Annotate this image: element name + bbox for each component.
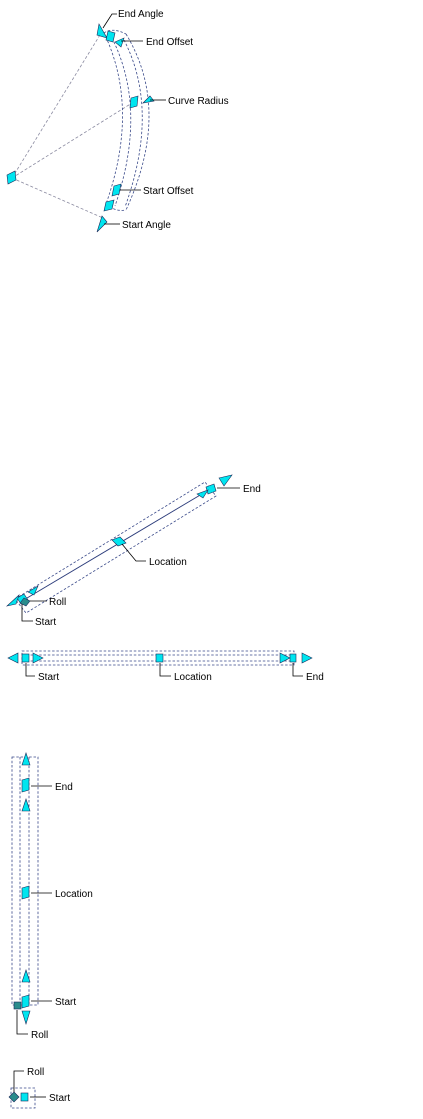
start-label: Start	[49, 1093, 70, 1104]
start-leader	[25, 663, 35, 677]
location-leader	[121, 543, 146, 562]
end-grip[interactable]	[205, 483, 217, 495]
end-view-segment-figure: Roll Start	[8, 1067, 70, 1109]
start-angle-label: Start Angle	[122, 220, 171, 231]
end-label: End	[306, 672, 324, 683]
start-grip[interactable]	[21, 653, 30, 663]
start-angle-offset-grip[interactable]	[103, 199, 115, 212]
start-label: Start	[38, 672, 59, 683]
end-angle-label: End Angle	[118, 9, 164, 20]
start-label: Start	[55, 997, 76, 1008]
curve-radius-arrow-grip[interactable]	[142, 95, 155, 104]
angled-segment-figure: End Location Roll Start	[5, 474, 261, 628]
roll-label: Roll	[31, 1030, 48, 1041]
curve-inner-outline	[111, 37, 132, 207]
radius-guide-line	[11, 102, 133, 179]
roll-leader	[13, 1070, 24, 1092]
curve-outer-outline	[125, 33, 150, 211]
curve-segment-figure: End Angle End Offset Curve Radius Start …	[6, 9, 229, 233]
roll-label: Roll	[27, 1067, 44, 1078]
start-offset-grip[interactable]	[111, 183, 122, 197]
end-offset-grip[interactable]	[105, 30, 116, 43]
center-grip[interactable]	[6, 170, 17, 185]
location-label: Location	[149, 557, 187, 568]
start-arrow-grip[interactable]	[7, 652, 19, 664]
horizontal-segment-figure: Start Location End	[7, 650, 324, 683]
location-grip[interactable]	[21, 885, 30, 900]
location-grip[interactable]	[111, 536, 127, 547]
start-grip[interactable]	[21, 994, 30, 1009]
location-grip[interactable]	[155, 653, 164, 663]
start-length-arrow-grip[interactable]	[21, 969, 31, 983]
radius-guide-line	[11, 177, 104, 219]
end-label: End	[55, 782, 73, 793]
roll-grip[interactable]	[8, 1091, 20, 1103]
end-label: End	[243, 484, 261, 495]
start-grip[interactable]	[20, 1092, 29, 1102]
end-angle-grip[interactable]	[96, 23, 108, 39]
location-label: Location	[174, 672, 212, 683]
end-arrow-grip[interactable]	[21, 752, 31, 766]
start-angle-grip[interactable]	[96, 215, 108, 233]
start-arrow-grip[interactable]	[21, 1010, 31, 1026]
end-offset-arrow-grip[interactable]	[114, 37, 125, 48]
curve-centerline	[123, 39, 143, 208]
end-offset-label: End Offset	[146, 37, 193, 48]
end-arrow-grip[interactable]	[301, 652, 313, 664]
end-leader	[292, 663, 303, 677]
vertical-segment-outline	[11, 756, 39, 1006]
end-length-arrow-grip[interactable]	[279, 652, 291, 664]
curve-radius-grip[interactable]	[129, 95, 139, 109]
roll-leader	[16, 1010, 28, 1035]
start-leader	[21, 604, 33, 622]
end-grip[interactable]	[289, 653, 297, 663]
curve-end-cap	[103, 29, 127, 35]
start-label: Start	[35, 617, 56, 628]
roll-grip[interactable]	[19, 597, 31, 607]
curve-inner-outline-2	[103, 32, 123, 205]
end-grip[interactable]	[21, 777, 30, 793]
vertical-segment-figure: End Location Start Roll	[11, 752, 93, 1041]
end-length-arrow-grip[interactable]	[21, 798, 31, 812]
roll-grip[interactable]	[13, 1001, 22, 1010]
location-label: Location	[55, 889, 93, 900]
start-length-arrow-grip[interactable]	[32, 652, 44, 664]
curve-radius-label: Curve Radius	[168, 96, 229, 107]
roll-label: Roll	[49, 597, 66, 608]
angled-segment-outline	[14, 481, 217, 614]
location-leader	[159, 663, 171, 677]
end-length-arrow-grip[interactable]	[196, 489, 209, 499]
start-offset-label: Start Offset	[143, 186, 194, 197]
start-length-arrow-grip[interactable]	[27, 585, 39, 596]
end-arrow-grip[interactable]	[218, 474, 233, 487]
end-angle-leader	[102, 13, 117, 29]
start-arrow-grip[interactable]	[5, 593, 20, 607]
radius-guide-line	[11, 29, 104, 179]
